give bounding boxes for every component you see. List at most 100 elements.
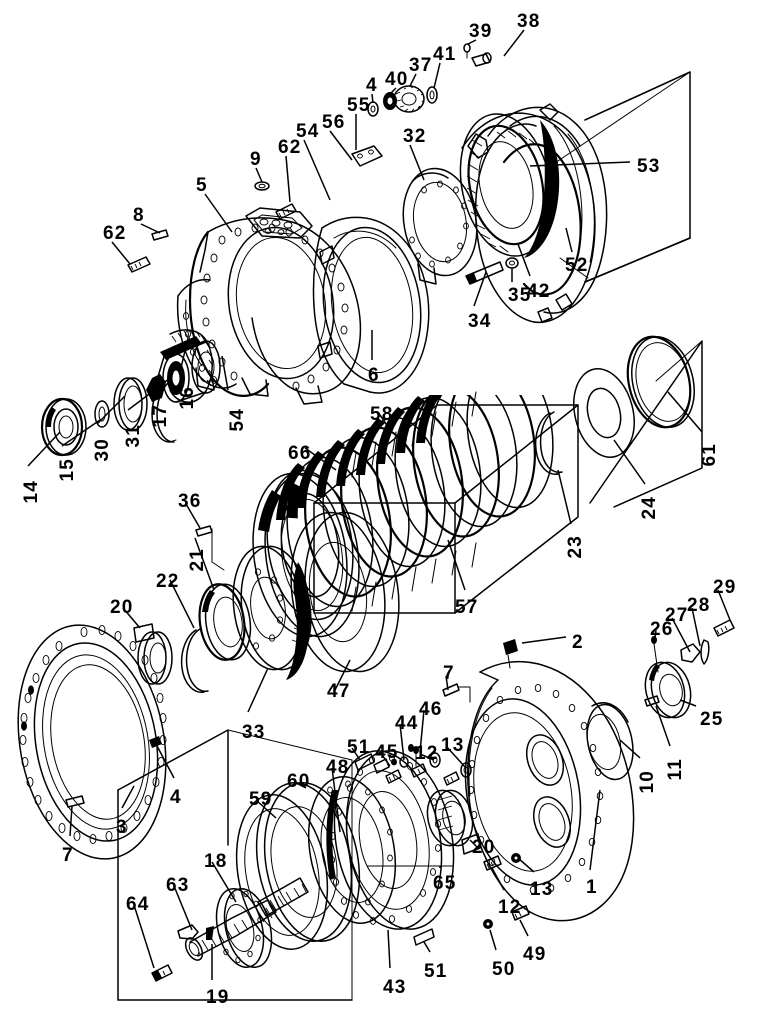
callout-10: 10 <box>637 770 658 794</box>
callout-17: 17 <box>150 404 171 428</box>
callout-20: 20 <box>110 597 134 618</box>
ring-gear-3 <box>17 624 167 860</box>
callout-43: 43 <box>383 977 407 998</box>
callout-41: 41 <box>433 44 457 65</box>
callout-40: 40 <box>385 69 409 90</box>
callout-5: 5 <box>196 175 208 196</box>
callout-25: 25 <box>700 709 724 730</box>
plug-38-pin-39 <box>463 43 492 67</box>
callout-62: 62 <box>278 137 302 158</box>
stud-4 <box>149 736 162 748</box>
shaft-flange-18 <box>215 888 273 968</box>
snap-ring-23 <box>534 412 559 475</box>
callout-61: 61 <box>699 443 720 467</box>
bearing-stack-group <box>40 329 221 457</box>
fasteners-top-left <box>127 181 297 273</box>
callout-27: 27 <box>665 605 689 626</box>
callout-18: 18 <box>204 851 228 872</box>
callout-12: 12 <box>415 743 439 764</box>
callout-1: 1 <box>586 877 598 898</box>
bearing-25-group <box>644 619 735 719</box>
callout-55: 55 <box>347 95 371 116</box>
rings-23-24-61 <box>534 335 703 508</box>
clutch-pack-group <box>252 391 579 638</box>
callout-60: 60 <box>287 771 311 792</box>
callout-8: 8 <box>133 205 145 226</box>
bearing-14 <box>40 397 87 457</box>
callout-54: 54 <box>227 408 248 432</box>
callout-24: 24 <box>639 496 660 520</box>
callout-19: 19 <box>206 987 230 1008</box>
dowel-7-left <box>65 795 85 808</box>
callout-65: 65 <box>433 873 457 894</box>
callout-36: 36 <box>178 491 202 512</box>
snap-ring-22 <box>180 629 205 693</box>
callout-3: 3 <box>116 817 128 838</box>
callout-52: 52 <box>565 255 589 276</box>
small-gear-37 <box>367 85 438 117</box>
callout-62: 62 <box>103 223 127 244</box>
fasteners-bottom-center <box>385 683 530 929</box>
exploded-frame-shaft <box>117 729 353 1001</box>
seal-ring-61 <box>626 335 695 429</box>
callout-59: 59 <box>249 789 273 810</box>
callout-9: 9 <box>250 149 262 170</box>
callout-45: 45 <box>375 742 399 763</box>
callout-7: 7 <box>62 845 74 866</box>
ring-60 <box>255 782 361 942</box>
callout-53: 53 <box>637 156 661 177</box>
fasteners-34-35-42 <box>465 245 519 285</box>
callout-54: 54 <box>296 121 320 142</box>
tab-51-bottom <box>413 928 435 946</box>
callout-38: 38 <box>517 11 541 32</box>
callout-46: 46 <box>419 699 443 720</box>
callout-11: 11 <box>665 758 686 781</box>
seal-carrier-group <box>235 744 455 950</box>
callout-51: 51 <box>347 737 371 758</box>
ring-gear-bolt-holes <box>19 624 167 845</box>
tab-51-top <box>354 753 375 771</box>
tab-washer-20-left <box>133 623 173 685</box>
housing-ring-54 <box>176 278 237 391</box>
dowel-11 <box>644 695 660 707</box>
callout-39: 39 <box>469 21 493 42</box>
lug-55 <box>351 145 383 167</box>
housing-bolt-circle <box>467 683 604 895</box>
clutch-disc-set <box>266 395 554 621</box>
callout-47: 47 <box>327 681 351 702</box>
callout-34: 34 <box>468 311 492 332</box>
callout-14: 14 <box>21 480 42 504</box>
plug-2 <box>503 639 518 669</box>
callout-31: 31 <box>123 424 144 448</box>
callout-21: 21 <box>187 548 208 572</box>
ring-59 <box>235 794 329 950</box>
callout-6: 6 <box>368 365 380 386</box>
splined-gear-16-17 <box>146 329 221 403</box>
callout-42: 42 <box>527 281 551 302</box>
shaft-rear-spline <box>257 877 309 917</box>
callout-56: 56 <box>322 112 346 133</box>
rear-cover-shells-52-53 <box>461 103 608 324</box>
callout-7: 7 <box>443 663 455 684</box>
clutch-drum-66 <box>252 472 360 638</box>
callout-30: 30 <box>92 438 113 462</box>
callout-20: 20 <box>472 837 496 858</box>
bearing-20-right <box>426 789 481 855</box>
callout-26: 26 <box>650 619 674 640</box>
ring-30 <box>113 377 148 431</box>
callout-50: 50 <box>492 959 516 980</box>
leader-lines <box>27 29 731 980</box>
callout-64: 64 <box>126 894 150 915</box>
bearing-seat-10 <box>586 702 634 781</box>
clutch-pack-ticks <box>351 391 477 612</box>
callout-37: 37 <box>409 55 433 76</box>
callout-22: 22 <box>156 571 180 592</box>
callout-66: 66 <box>288 443 312 464</box>
callout-63: 63 <box>166 875 190 896</box>
callout-35: 35 <box>508 285 532 306</box>
callout-23: 23 <box>565 535 586 559</box>
callout-32: 32 <box>403 126 427 147</box>
converter-core <box>459 113 560 258</box>
